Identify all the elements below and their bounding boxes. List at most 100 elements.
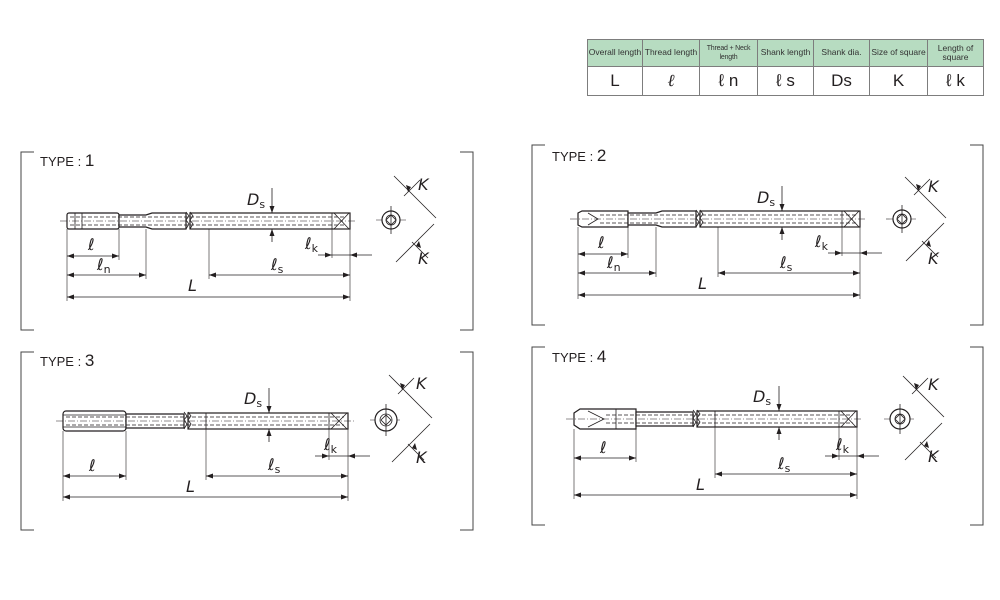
legend-header-length-of-square: Length of square [927, 39, 984, 67]
square-size-label-top: K [928, 375, 940, 394]
square-size-label-top: K [928, 177, 940, 196]
shank-diameter-callout: Ds [753, 386, 782, 440]
shank-length-label: ℓs [777, 454, 791, 475]
panel-bracket-left [20, 151, 34, 331]
overall-length-dimension: L [578, 274, 860, 298]
square-cross [843, 210, 860, 228]
tap-body [566, 408, 862, 430]
shank-length-dimension: ℓs [715, 454, 857, 477]
neck-length-label: ℓn [606, 253, 621, 274]
square-length-label: ℓk [814, 232, 829, 253]
neck-length-dimension: ℓn [578, 253, 656, 276]
neck-section [627, 210, 697, 228]
tap-body [570, 209, 866, 228]
overall-length-dimension: L [574, 475, 857, 498]
type-label: TYPE : 3 [40, 351, 94, 370]
end-view: K K [886, 176, 947, 268]
shank-diameter-callout: Ds [247, 188, 275, 242]
type-2-panel: TYPE : 2 ℓ ℓn [531, 144, 984, 326]
square-length-label: ℓk [835, 435, 850, 456]
overall-length-dimension: L [67, 276, 350, 300]
shank-diameter-label: Ds [757, 188, 775, 209]
legend-header-size-of-square: Size of square [869, 39, 928, 67]
square-length-dimension: ℓk [315, 435, 370, 459]
overall-length-label: L [188, 276, 197, 295]
type-1-panel: TYPE : 1 ℓ [20, 151, 474, 331]
break-mark [183, 411, 188, 430]
square-cross [330, 412, 348, 430]
end-view: K K [376, 175, 437, 268]
square-length-dimension: ℓk [825, 435, 879, 459]
shank-diameter-label: Ds [753, 387, 771, 408]
panel-bracket-left [531, 346, 545, 526]
square-length-dimension: ℓk [304, 234, 372, 258]
shank-length-label: ℓs [779, 253, 793, 274]
thread-length-dimension: ℓ [67, 235, 119, 259]
square-cross [840, 410, 857, 428]
thread-length-label: ℓ [599, 438, 607, 457]
square-length-dimension: ℓk [814, 232, 882, 256]
panel-bracket-left [20, 351, 34, 531]
shank-length-dimension: ℓs [209, 255, 350, 278]
legend-symbol-shank-length: ℓ s [757, 66, 814, 96]
legend-symbol-shank-dia: Ds [813, 66, 870, 96]
panel-bracket-right [970, 144, 984, 326]
overall-length-label: L [186, 477, 195, 496]
panel-bracket-right [970, 346, 984, 526]
legend-symbol-size-of-square: K [869, 66, 928, 96]
type-4-panel: TYPE : 4 ℓ ℓs [531, 346, 984, 526]
legend-header-thread-neck-length: Thread + Neck length [699, 39, 758, 67]
break-mark [695, 209, 700, 228]
shank-diameter-label: Ds [247, 190, 265, 211]
shank-diameter-label: Ds [244, 389, 262, 410]
overall-length-label: L [698, 274, 707, 293]
legend-symbol-thread-neck-length: ℓ n [699, 66, 758, 96]
legend-symbol-overall-length: L [587, 66, 643, 96]
legend-symbol-length-of-square: ℓ k [927, 66, 984, 96]
break-mark [692, 409, 697, 428]
shank-length-dimension: ℓs [718, 253, 860, 276]
shank-length-label: ℓs [270, 255, 284, 276]
end-view: K K [884, 375, 945, 466]
overall-length-label: L [696, 475, 705, 494]
neck-length-dimension: ℓn [67, 255, 146, 278]
tap-body [60, 211, 356, 230]
shank-length-label: ℓs [267, 455, 281, 476]
type-label: TYPE : 4 [552, 347, 606, 366]
thread-length-label: ℓ [88, 456, 96, 475]
square-size-label-bottom: K [416, 448, 428, 467]
legend-symbol-thread-length: ℓ [642, 66, 700, 96]
thread-length-dimension: ℓ [574, 438, 636, 461]
panel-bracket-right [460, 151, 474, 331]
thread-length-label: ℓ [87, 235, 95, 254]
end-view: K K [370, 374, 433, 467]
type-label: TYPE : 1 [40, 151, 94, 170]
type-3-panel: TYPE : 3 ℓ ℓs [20, 351, 474, 531]
shank-diameter-callout: Ds [757, 186, 785, 240]
thread-length-label: ℓ [597, 233, 605, 252]
square-cross [333, 212, 350, 230]
legend-header-shank-length: Shank length [757, 39, 814, 67]
panel-bracket-right [460, 351, 474, 531]
neck-length-label: ℓn [96, 255, 111, 276]
thread-length-dimension: ℓ [63, 456, 126, 479]
break-mark [185, 211, 190, 230]
legend-header-overall-length: Overall length [587, 39, 643, 67]
shank-diameter-callout: Ds [244, 388, 272, 442]
square-size-label-top: K [416, 374, 428, 393]
square-size-label-bottom: K [418, 249, 430, 268]
legend-header-shank-dia: Shank dia. [813, 39, 870, 67]
type-label: TYPE : 2 [552, 146, 606, 165]
square-size-label-bottom: K [928, 249, 940, 268]
square-size-label-top: K [418, 175, 430, 194]
dimension-legend-table: Overall length Thread length Thread + Ne… [587, 39, 984, 96]
tap-body [56, 410, 354, 432]
legend-symbol-row: L ℓ ℓ n ℓ s Ds K ℓ k [587, 66, 984, 96]
shank-length-dimension: ℓs [206, 455, 348, 479]
square-size-label-bottom: K [928, 447, 940, 466]
square-length-label: ℓk [323, 435, 338, 456]
overall-length-dimension: L [63, 477, 348, 500]
square-length-label: ℓk [304, 234, 319, 255]
legend-header-row: Overall length Thread length Thread + Ne… [587, 39, 984, 67]
